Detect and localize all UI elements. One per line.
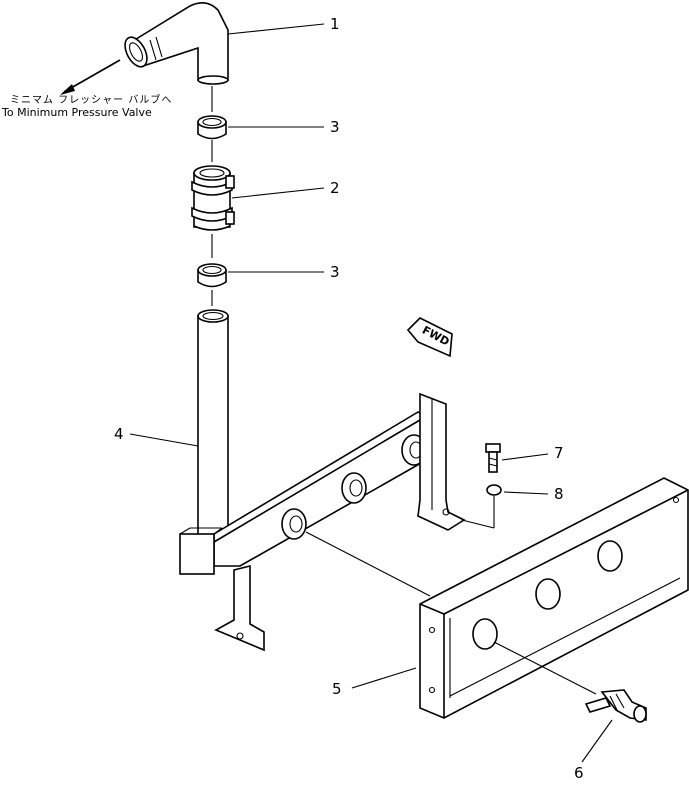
part-2-hose-clamp xyxy=(191,165,235,231)
tank-port-1 xyxy=(472,618,498,650)
tank-port-2 xyxy=(535,578,561,610)
note-english: To Minimum Pressure Valve xyxy=(1,106,152,119)
mounting-bracket-left xyxy=(214,564,265,652)
part-6-drain-valve xyxy=(584,689,647,723)
part-4-standpipe xyxy=(197,309,229,543)
callout-3-lower: 3 xyxy=(330,263,340,281)
callout-labels: 1 3 2 3 4 7 8 5 6 xyxy=(114,15,584,782)
part-7-bolt xyxy=(485,443,501,473)
part-3-lower-ring xyxy=(197,263,227,288)
note-japanese: ミニマム フレッシャー バルブへ xyxy=(10,93,172,106)
part-1-elbow-pipe xyxy=(124,2,229,85)
callout-6: 6 xyxy=(574,764,584,782)
callout-4: 4 xyxy=(114,425,124,443)
manifold-port-left xyxy=(281,508,307,540)
leader-lines xyxy=(129,23,613,763)
part-3-upper-ring xyxy=(197,115,227,140)
washer-leader-line-2 xyxy=(461,519,495,529)
callout-7: 7 xyxy=(554,444,564,462)
tank-port-3 xyxy=(597,540,623,572)
callout-8: 8 xyxy=(554,485,564,503)
callout-2: 2 xyxy=(330,179,340,197)
part-8-washer xyxy=(486,484,502,496)
drain-alignment-line xyxy=(493,641,597,695)
direction-arrow xyxy=(60,59,121,95)
manifold-pipe xyxy=(179,411,445,575)
callout-1: 1 xyxy=(330,15,340,33)
callout-3-upper: 3 xyxy=(330,118,340,136)
port-alignment-line xyxy=(305,531,431,597)
manifold-port-middle xyxy=(341,472,367,504)
callout-5: 5 xyxy=(332,680,342,698)
forward-direction-indicator: FWD xyxy=(406,317,453,358)
mounting-bracket-right xyxy=(417,392,466,531)
destination-note: ミニマム フレッシャー バルブへ To Minimum Pressure Val… xyxy=(1,93,172,119)
